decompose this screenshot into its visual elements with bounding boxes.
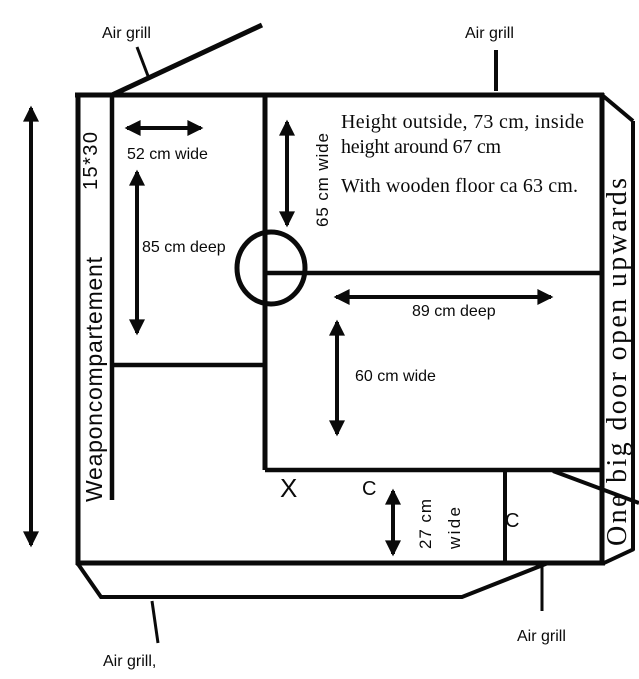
door-panel-cross-line <box>552 469 639 505</box>
air-grill-pointer-top-left <box>135 46 150 77</box>
height-note-line-1: Height outside, 73 cm, inside <box>341 111 584 133</box>
door-open-label: One big door open upwards <box>602 178 633 546</box>
air-grill-pointer-bottom-left <box>150 600 160 644</box>
width-27-label-line1: 27 cm <box>416 499 435 549</box>
air-grill-label-top-right: Air grill <box>465 25 514 42</box>
depth-85-label: 85 cm deep <box>142 239 226 256</box>
air-grill-label-bottom-right: Air grill <box>517 628 566 645</box>
height-note-line-2: height around 67 cm <box>341 136 501 158</box>
vent-size-label: 15*30 <box>80 132 102 190</box>
floor-note: With wooden floor ca 63 cm. <box>341 175 578 197</box>
marker-x-label: X <box>280 473 297 503</box>
door-panel-bottom-edge <box>603 547 635 565</box>
door-panel-top-edge <box>600 93 635 123</box>
air-grill-label-top-left: Air grill <box>102 25 151 42</box>
open-lid-line <box>110 22 264 98</box>
marker-c-left-label: C <box>362 478 376 500</box>
base-skirt-outline <box>76 561 549 599</box>
width-65-label: 65 cm wide <box>313 133 332 227</box>
width-27-label-line2: wide <box>445 507 464 550</box>
width-52-label: 52 cm wide <box>127 146 208 163</box>
marker-c-right-label: C <box>505 510 519 532</box>
hole-circle <box>234 229 308 307</box>
depth-89-label: 89 cm deep <box>412 303 496 320</box>
air-grill-label-bottom-left: Air grill, <box>103 653 156 670</box>
width-60-label: 60 cm wide <box>355 368 436 385</box>
weapon-compartment-label: Weaponcompartement <box>81 256 107 502</box>
